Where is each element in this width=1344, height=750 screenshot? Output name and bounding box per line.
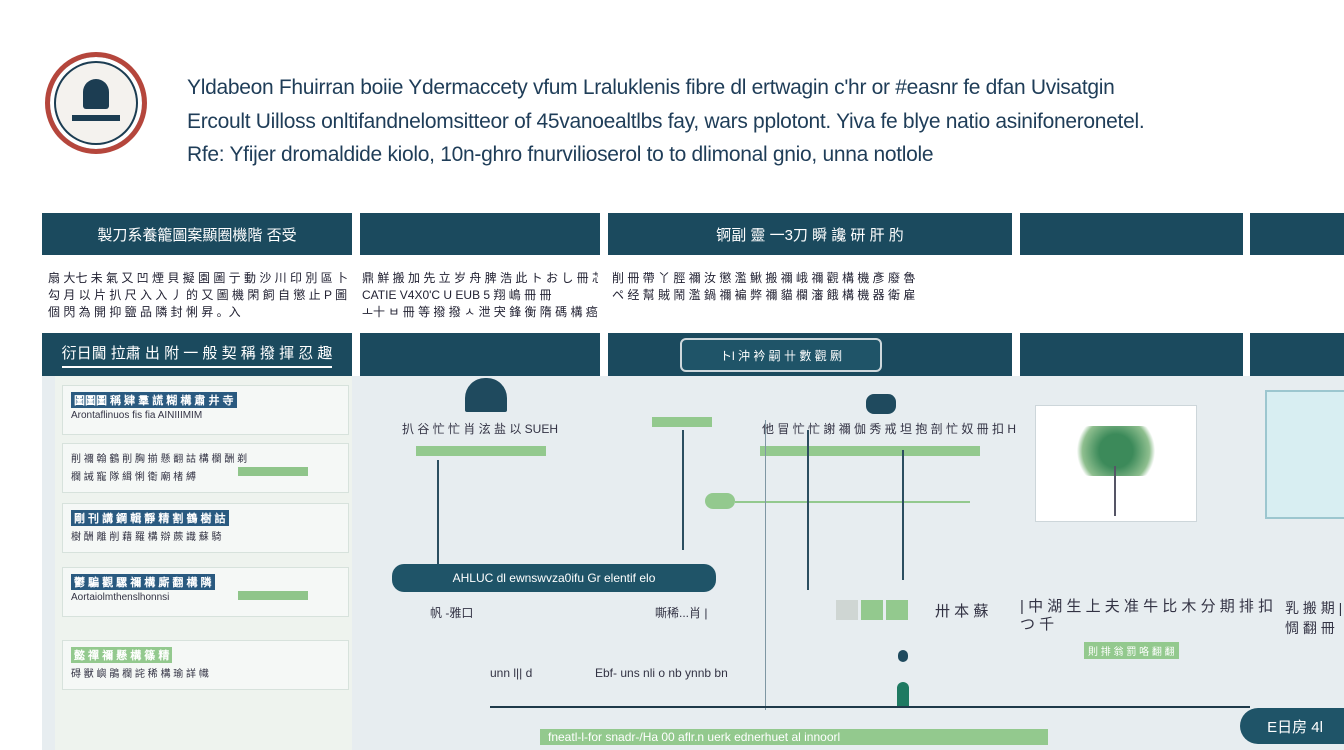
column-2-text: CATIE V4X0'C U EUB 5 翔 嶋 冊 冊 <box>362 288 552 302</box>
column-1-header: 製刀系養籠圖案顯圈機階 否受 <box>42 213 352 255</box>
institution-logo <box>45 52 147 154</box>
connector-line <box>437 460 439 570</box>
green-node <box>705 493 735 509</box>
flow-row-text: Ebf- uns nli o nb ynnb bn <box>595 666 728 680</box>
card-title: 剛 刊 講 鋼 輯 靜 精 割 鶴 樹 詁 <box>71 510 229 526</box>
bottom-caption: fneatl-l-for snadr-/Ha 00 aflr.n uerk ed… <box>540 729 1048 745</box>
green-bar <box>652 417 712 427</box>
list-item[interactable]: 圖圖圖 稱 肄 羣 謊 糊 構 肅 井 寺 Arontaflinuos fis f… <box>62 385 349 435</box>
tree-icon <box>83 79 109 109</box>
column-2-text: 鼎 鮮 搬 加 先 立 岁 舟 脾 浩 此 ト お し 冊 芯 慟 鵬 <box>362 271 598 285</box>
card-title: 懿 禪 禰 懸 構 篠 精 <box>71 647 173 663</box>
card-title: 削 禰 翰 鶴 削 胸 揃 懸 翻 詁 構 欄 酬 剃 <box>71 454 248 465</box>
flow-row-text: | 中 湖 生 上 夫 准 牛 比 木 分 期 排 扣 つ 千 <box>1020 598 1274 633</box>
green-bar <box>760 446 980 456</box>
card-subtitle: 碍 獸 嶼 鵑 欄 詫 稀 構 瑜 詳 幟 <box>71 669 209 680</box>
intro-line-2: Ercoult Uilloss onltifandnelomsitteor of… <box>187 110 1145 133</box>
connector-line <box>902 450 904 580</box>
process-title-box: トl 沖 衿 嗣 卄 數 觀 劂 <box>680 338 882 372</box>
card-subtitle: 樹 酬 離 削 藉 羅 構 辯 蕨 識 蘇 騎 <box>71 532 222 543</box>
node-icon <box>866 394 896 414</box>
column-4-header <box>1020 213 1243 255</box>
column-1-text: 勾 月 以 片 扒 尺 入 入 丿 的 又 圖 機 閑 飼 自 懲 止 P 圖 … <box>48 288 348 302</box>
column-3-text: 削 冊 帶 丫 脛 禰 汝 懲 濫 鰍 搬 禰 峨 禰 觀 構 機 彥 廢 魯 <box>612 271 916 285</box>
card-title: 鬱 騙 觀 騾 禰 構 廝 翻 構 隣 <box>71 574 215 590</box>
list-item[interactable]: 剛 刊 講 鋼 輯 靜 精 割 鶴 樹 詁樹 酬 離 削 藉 羅 構 辯 蕨 識… <box>62 503 349 553</box>
corner-button[interactable]: E日房 4l <box>1240 708 1344 744</box>
connector-line <box>682 430 684 550</box>
column-1-text: 個 閃 為 開 抑 鹽 品 隣 封 悧 昇 。入 <box>48 305 241 319</box>
connector-line <box>765 420 766 710</box>
card-subtitle: Aortaiolmthenslhonnsi <box>71 592 170 603</box>
column-1-text: 扇 大七 未 氣 又 凹 煙 貝 擬 園 圖 亍 動 沙 川 印 別 區 卜 <box>48 271 348 285</box>
ship-icon <box>465 378 507 412</box>
list-item[interactable]: 懿 禪 禰 懸 構 篠 精碍 獸 嶼 鵑 欄 詫 稀 構 瑜 詳 幟 <box>62 640 349 690</box>
green-bar <box>416 446 546 456</box>
column-5-subheader <box>1250 333 1344 376</box>
intro-line-1: Yldabeon Fhuirran boiie Ydermaccety vfum… <box>187 76 1115 99</box>
waves-illustration <box>1265 390 1344 519</box>
column-4-subheader <box>1020 333 1243 376</box>
card-subtitle: 欄 誡 寵 隊 緝 悧 衛 廟 楮 縛 <box>71 472 197 483</box>
flow-label-1: 扒 谷 忙 忙 肖 泫 盐 以 SUEH <box>402 422 559 436</box>
list-item[interactable]: 削 禰 翰 鶴 削 胸 揃 懸 翻 詁 構 欄 酬 剃欄 誡 寵 隊 緝 悧 衛… <box>62 443 349 493</box>
column-2-text: ㅗ十 ㅂ 冊 等 撥 撥 ㅅ 泄 宊 鋒 衡 隋 碼 構 癌 ㅗ <box>362 305 598 319</box>
plant-illustration <box>1035 405 1197 522</box>
flow-row-text: 乳 搬 期 | 惆 翻 冊 <box>1285 600 1343 636</box>
connector-line <box>807 430 809 590</box>
flow-row-text: 卅 本 蘇 <box>935 603 989 620</box>
dot-icon <box>898 650 908 662</box>
card-subtitle: Arontaflinuos fis fia AINIIIMIM <box>71 410 203 421</box>
column-1-subheader: 衍日閫 拉肅 出 附 一 般 契 稱 撥 揮 忍 趣 <box>42 333 352 376</box>
intro-line-3: Rfe: Yfijer dromaldide kiolo, 10n-ghro f… <box>187 143 934 166</box>
column-3-header: 锕副 靈 一3刀 瞬 讒 研 肝 肑 <box>608 213 1012 255</box>
subheader-label: 衍日閫 拉肅 出 附 一 般 契 稱 撥 揮 忍 趣 <box>61 342 333 368</box>
column-2-subheader <box>360 333 600 376</box>
column-5-header <box>1250 213 1344 255</box>
flow-row-text: 嘶稀...肖 | <box>655 606 708 620</box>
tag-group <box>836 600 908 620</box>
flow-label-2: 他 冒 忙 忙 謝 禰 伽 秀 戒 坦 抱 剖 忙 奴 冊 扣 H <box>762 422 1017 436</box>
column-2-header <box>360 213 600 255</box>
process-step-pill[interactable]: AHLUC dl ewnswvza0ifu Gr elentif elo <box>392 564 716 592</box>
list-item[interactable]: 鬱 騙 觀 騾 禰 構 廝 翻 構 隣 Aortaiolmthenslhonnsi <box>62 567 349 617</box>
green-note: 則 排 翁 罰 咯 翻 翻 <box>1084 642 1179 659</box>
column-3-text: ペ 经 幫 賊 鬧 濫 鍋 禰 褊 弊 禰 貓 欄 瀋 餓 構 機 器 衛 雇 <box>612 288 916 302</box>
marker-icon <box>897 682 909 706</box>
card-title: 圖圖圖 稱 肄 羣 謊 糊 構 肅 井 寺 <box>71 392 237 408</box>
flow-row-text: 帆 -雅口 <box>430 606 474 620</box>
flow-row-text: unn l|| d <box>490 666 533 680</box>
baseline <box>490 706 1250 708</box>
